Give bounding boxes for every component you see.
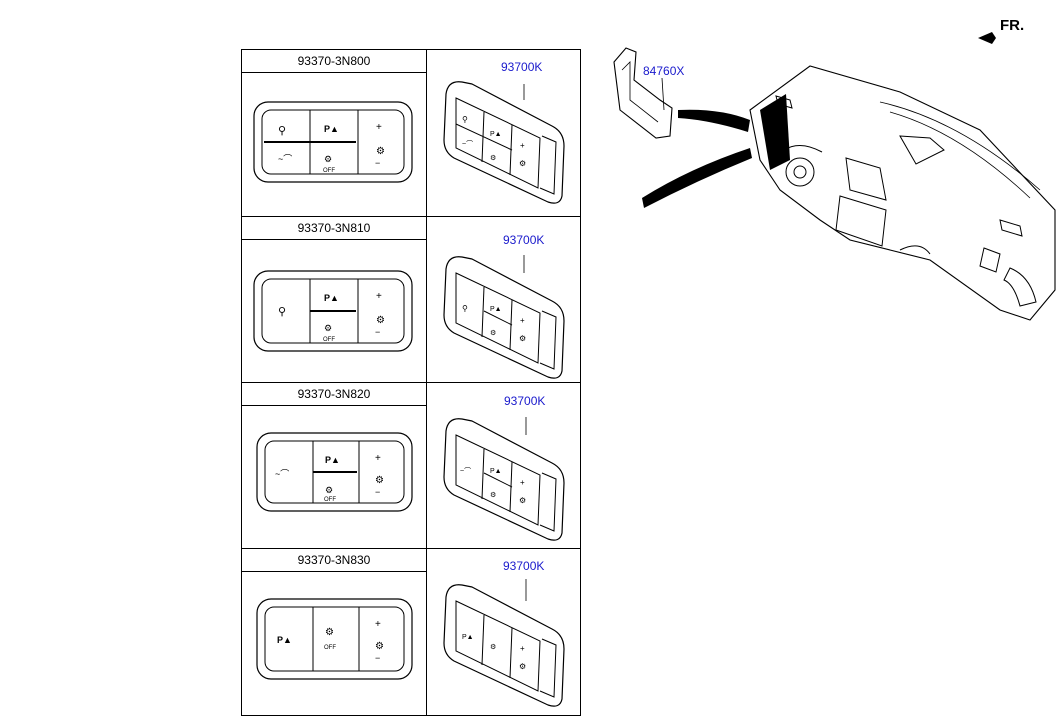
svg-text:~⌒: ~⌒ xyxy=(275,469,289,479)
svg-text:OFF: OFF xyxy=(323,337,335,343)
svg-text:+: + xyxy=(520,644,525,653)
parts-table: 93370-3N800 ⚲ P▲ ~⌒ ⚙ + ⚙ − OFF 93700K xyxy=(241,49,581,716)
switch-front-view-cell: 93370-3N820 ~⌒ P▲ ⚙ + ⚙ − OFF xyxy=(242,383,427,549)
svg-text:⚲: ⚲ xyxy=(278,125,286,137)
front-direction-label: FR. xyxy=(1000,17,1025,34)
switch-front-view: ⚲ P▲ ~⌒ ⚙ + ⚙ − OFF xyxy=(253,101,413,183)
svg-text:⚙: ⚙ xyxy=(490,154,496,162)
svg-text:⚲: ⚲ xyxy=(462,115,468,124)
svg-text:⚲: ⚲ xyxy=(462,304,468,313)
callout-label: 93700K xyxy=(504,394,546,408)
svg-text:⚙: ⚙ xyxy=(490,491,496,499)
svg-text:−: − xyxy=(375,327,380,337)
svg-text:OFF: OFF xyxy=(323,168,335,174)
switch-iso-view: ⚲ P▲ ~⌒ ⚙ + ⚙ xyxy=(443,81,565,204)
svg-text:P▲: P▲ xyxy=(490,468,502,475)
switch-front-view-cell: 93370-3N810 ⚲ P▲ ⚙ + ⚙ − OFF xyxy=(242,217,427,383)
svg-text:⚙: ⚙ xyxy=(519,496,526,505)
switch-iso-view-cell: 93700K P▲ ⚙ + ⚙ xyxy=(426,549,581,716)
switch-front-view-cell: 93370-3N830 P▲ ⚙ OFF + ⚙ − xyxy=(242,549,427,716)
part-number: 93370-3N810 xyxy=(242,217,426,240)
svg-text:⚙: ⚙ xyxy=(325,485,333,495)
switch-front-view-cell: 93370-3N800 ⚲ P▲ ~⌒ ⚙ + ⚙ − OFF xyxy=(242,50,427,216)
svg-text:P▲: P▲ xyxy=(490,131,502,138)
svg-text:⚙: ⚙ xyxy=(376,315,385,326)
svg-text:P▲: P▲ xyxy=(325,455,340,465)
switch-iso-view-cell: 93700K ~⌒ P▲ ⚙ + ⚙ xyxy=(426,383,581,549)
table-row: 93370-3N810 ⚲ P▲ ⚙ + ⚙ − OFF 93700K ⚲ P▲ xyxy=(242,216,580,383)
part-number: 93370-3N820 xyxy=(242,383,426,406)
svg-text:⚙: ⚙ xyxy=(324,154,332,164)
svg-text:⚙: ⚙ xyxy=(375,475,384,486)
svg-text:+: + xyxy=(376,122,382,133)
callout-label: 93700K xyxy=(503,233,545,247)
switch-iso-view: P▲ ⚙ + ⚙ xyxy=(443,579,565,707)
switch-iso-view: ~⌒ P▲ ⚙ + ⚙ xyxy=(443,417,565,541)
svg-text:⚙: ⚙ xyxy=(325,627,334,638)
svg-text:OFF: OFF xyxy=(324,645,336,651)
svg-text:⚲: ⚲ xyxy=(278,306,286,318)
switch-front-view: ~⌒ P▲ ⚙ + ⚙ − OFF xyxy=(256,432,413,512)
svg-text:P▲: P▲ xyxy=(462,634,474,641)
callout-label: 93700K xyxy=(503,559,545,573)
switch-iso-view: ⚲ P▲ ⚙ + ⚙ xyxy=(443,255,565,379)
svg-text:⚙: ⚙ xyxy=(519,334,526,343)
svg-text:⚙: ⚙ xyxy=(519,159,526,168)
svg-text:+: + xyxy=(375,453,381,464)
svg-text:P▲: P▲ xyxy=(490,306,502,313)
callout-label: 93700K xyxy=(501,60,543,74)
switch-front-view: P▲ ⚙ OFF + ⚙ − xyxy=(256,598,413,680)
svg-text:P▲: P▲ xyxy=(324,293,339,303)
dashboard-illustration xyxy=(613,47,1056,321)
switch-iso-view-cell: 93700K ⚲ P▲ ~⌒ ⚙ + ⚙ xyxy=(426,50,581,216)
svg-text:+: + xyxy=(520,316,525,325)
svg-text:⚙: ⚙ xyxy=(324,323,332,333)
svg-text:~⌒: ~⌒ xyxy=(460,467,471,475)
svg-text:+: + xyxy=(376,291,382,302)
svg-text:+: + xyxy=(520,141,525,150)
trim-callout-label: 84760X xyxy=(643,64,685,78)
part-number: 93370-3N830 xyxy=(242,549,426,572)
svg-text:⚙: ⚙ xyxy=(519,662,526,671)
svg-text:~⌒: ~⌒ xyxy=(278,154,292,164)
switch-iso-view-cell: 93700K ⚲ P▲ ⚙ + ⚙ xyxy=(426,217,581,383)
table-row: 93370-3N830 P▲ ⚙ OFF + ⚙ − 93700K P▲ ⚙ + ⚙ xyxy=(242,548,580,716)
switch-front-view: ⚲ P▲ ⚙ + ⚙ − OFF xyxy=(253,270,413,352)
svg-text:−: − xyxy=(375,487,380,497)
svg-text:~⌒: ~⌒ xyxy=(462,140,473,148)
svg-text:−: − xyxy=(375,653,380,663)
svg-text:+: + xyxy=(520,478,525,487)
svg-text:⚙: ⚙ xyxy=(376,146,385,157)
svg-text:⚙: ⚙ xyxy=(375,641,384,652)
svg-text:P▲: P▲ xyxy=(324,124,339,134)
svg-text:P▲: P▲ xyxy=(277,635,292,645)
table-row: 93370-3N820 ~⌒ P▲ ⚙ + ⚙ − OFF 93700K ~⌒ P▲ xyxy=(242,382,580,549)
part-number: 93370-3N800 xyxy=(242,50,426,73)
svg-text:⚙: ⚙ xyxy=(490,643,496,651)
svg-text:+: + xyxy=(375,619,381,630)
svg-text:⚙: ⚙ xyxy=(490,329,496,337)
table-row: 93370-3N800 ⚲ P▲ ~⌒ ⚙ + ⚙ − OFF 93700K xyxy=(242,50,580,216)
front-arrow-icon xyxy=(978,32,996,44)
svg-text:−: − xyxy=(375,158,380,168)
svg-text:OFF: OFF xyxy=(324,497,336,503)
